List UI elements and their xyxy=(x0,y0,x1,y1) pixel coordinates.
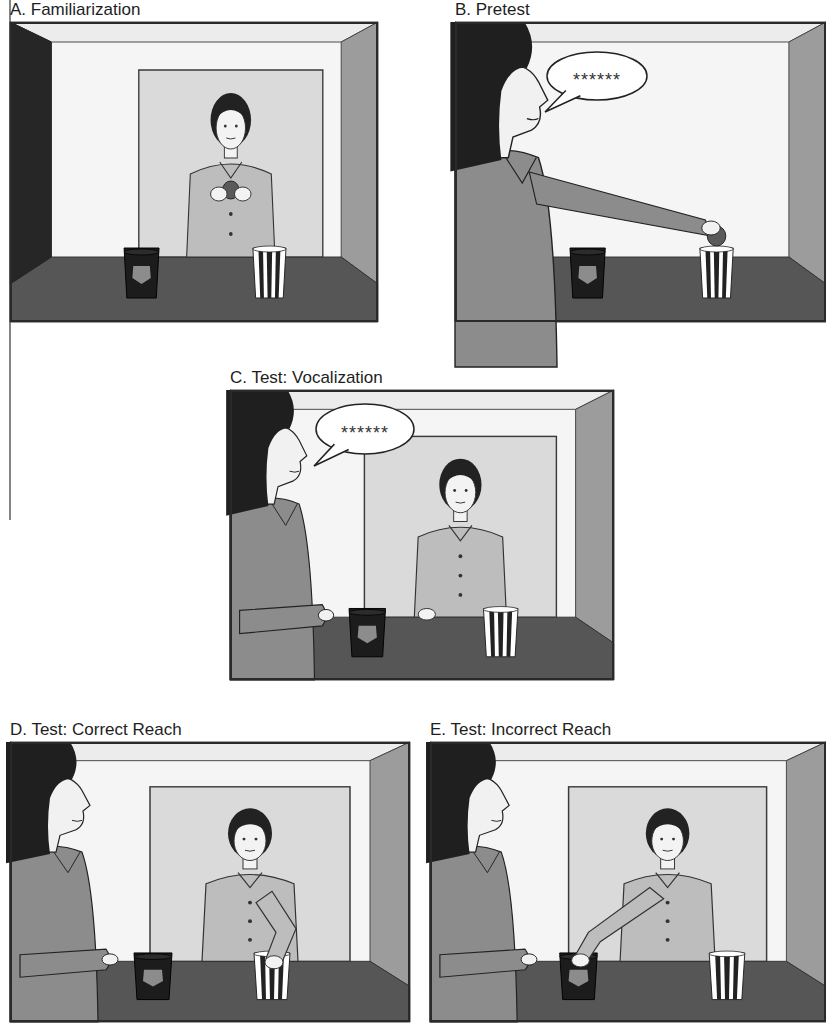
striped-cup xyxy=(709,951,745,1000)
black-cup xyxy=(134,953,172,1000)
window xyxy=(139,70,323,257)
vocalization-scene xyxy=(226,390,614,680)
panel-heading: E. Test: Incorrect Reach xyxy=(430,720,611,740)
actor xyxy=(187,93,275,257)
striped-cup xyxy=(700,246,733,298)
window xyxy=(150,787,350,962)
scene-panel: A. Familiarization xyxy=(10,22,378,322)
room xyxy=(10,22,378,322)
hand xyxy=(418,608,435,620)
reaching-arm xyxy=(575,888,664,963)
panel-heading: C. Test: Vocalization xyxy=(230,368,383,388)
bubble-tail xyxy=(545,91,580,112)
window xyxy=(569,787,767,962)
hand xyxy=(265,956,283,969)
experimenter xyxy=(226,390,314,680)
hand xyxy=(234,187,251,201)
incorrect-reach-scene xyxy=(426,742,826,1022)
hand xyxy=(211,187,228,201)
folded-arms xyxy=(440,949,537,977)
actor xyxy=(202,808,298,961)
black-cup xyxy=(349,608,385,656)
familiarization-scene xyxy=(10,22,378,322)
striped-cup xyxy=(253,246,286,298)
panel-heading: D. Test: Correct Reach xyxy=(10,720,182,740)
experimenter xyxy=(6,742,98,1022)
hand xyxy=(572,954,590,967)
scene-panel: B. Pretest****** xyxy=(455,22,826,322)
black-cup xyxy=(560,953,598,1000)
speech-text: ****** xyxy=(341,415,389,444)
window xyxy=(364,436,556,617)
scene-panel: D. Test: Correct Reach xyxy=(10,742,410,1022)
scene-panel: E. Test: Incorrect Reach xyxy=(430,742,826,1022)
left-wall xyxy=(10,22,51,284)
correct-reach-scene xyxy=(6,742,410,1022)
actor xyxy=(414,459,506,618)
panel-heading: A. Familiarization xyxy=(10,0,140,20)
folded-arms xyxy=(20,949,118,977)
bubble-ellipse xyxy=(316,404,414,454)
reaching-arm xyxy=(256,891,296,962)
folded-arms xyxy=(240,605,334,634)
speech-bubble: ****** xyxy=(314,402,416,456)
black-cup xyxy=(570,248,605,298)
panel-heading: B. Pretest xyxy=(455,0,530,20)
striped-cup xyxy=(483,607,518,657)
scene-panel: C. Test: Vocalization****** xyxy=(230,390,614,680)
bubble-tail xyxy=(314,444,349,466)
striped-cup xyxy=(254,951,290,1000)
speech-bubble: ****** xyxy=(545,50,649,102)
pretest-scene xyxy=(450,22,826,367)
experimenter xyxy=(426,742,517,1022)
speech-text: ****** xyxy=(573,62,621,91)
reaching-arm xyxy=(529,172,711,236)
black-cup xyxy=(124,248,159,298)
bubble-ellipse xyxy=(547,52,647,100)
actor xyxy=(620,808,715,961)
hand xyxy=(702,221,721,235)
